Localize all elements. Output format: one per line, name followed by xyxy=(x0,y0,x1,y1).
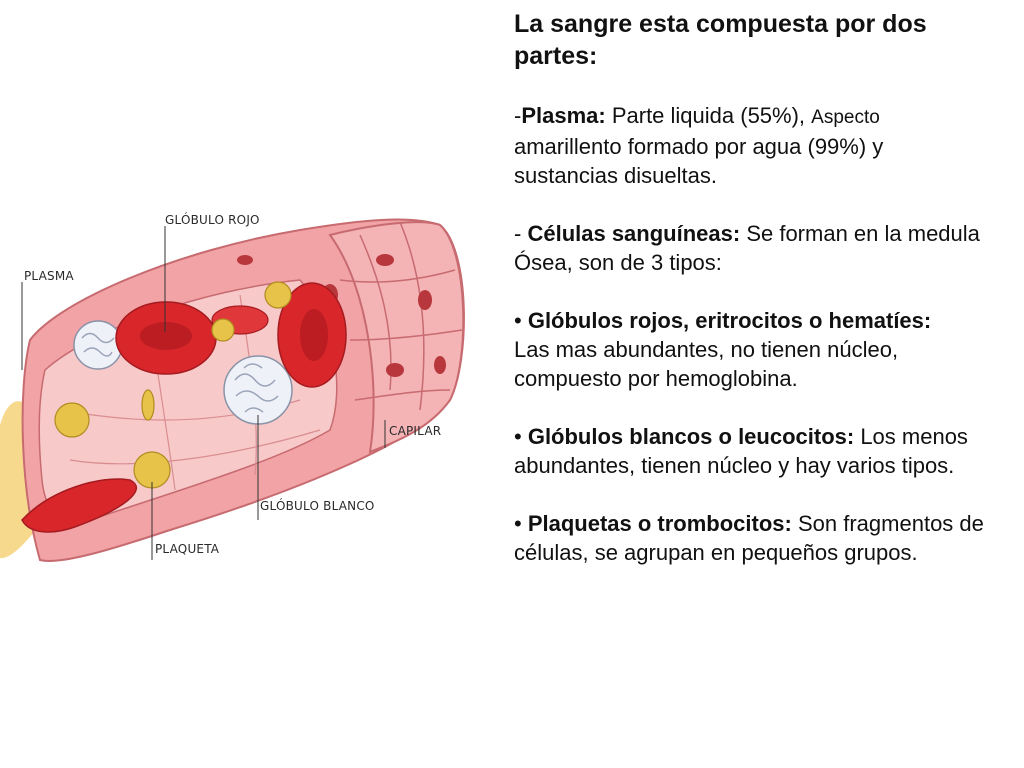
plaquetas-bullet: • xyxy=(514,511,528,536)
vessel-end-cap xyxy=(328,221,465,454)
rojos-term: Glóbulos rojos, eritrocitos o hematíes: xyxy=(527,308,932,333)
plasma-term: Plasma: xyxy=(521,103,606,128)
content-text: La sangre esta compuesta por dos partes:… xyxy=(514,8,984,567)
label-plasma: PLASMA xyxy=(24,269,74,283)
plasma-prefix: - xyxy=(514,103,522,128)
plasma-text-b: amarillento formado por agua (99%) y sus… xyxy=(514,134,884,188)
blancos-text: Los menos abundantes, tienen núcleo y ha… xyxy=(514,424,968,478)
label-globulo-blanco: GLÓBULO BLANCO xyxy=(260,498,375,513)
celulas-term: Células sanguíneas: xyxy=(527,221,741,246)
rojos-paragraph: • Glóbulos rojos, eritrocitos o hematíes… xyxy=(514,306,984,393)
plaquetas-term: Plaquetas o trombocitos: xyxy=(527,511,792,536)
plaquetas-paragraph: • Plaquetas o trombocitos: Son fragmento… xyxy=(514,509,984,567)
label-plaqueta: PLAQUETA xyxy=(155,542,220,556)
celulas-paragraph: - Células sanguíneas: Se forman en la me… xyxy=(514,219,984,277)
plasma-text-a: Parte liquida (55%), xyxy=(605,103,812,128)
plasma-paragraph: -Plasma: Parte liquida (55%), Aspecto am… xyxy=(514,101,984,190)
platelet xyxy=(54,281,292,489)
celulas-text: Se forman en la medula Ósea, son de 3 ti… xyxy=(514,221,980,275)
celulas-prefix: - xyxy=(514,221,528,246)
red-blood-cell xyxy=(115,301,217,375)
blancos-bullet: • xyxy=(514,424,528,449)
blood-vessel-illustration: GLÓBULO ROJO PLASMA CAPILAR GLÓBULO BLAN… xyxy=(0,212,465,562)
white-blood-cell-small xyxy=(73,320,123,370)
white-blood-cell xyxy=(223,355,293,425)
blancos-paragraph: • Glóbulos blancos o leucocitos: Los men… xyxy=(514,422,984,480)
red-blood-cell-2 xyxy=(277,282,347,388)
blancos-term: Glóbulos blancos o leucocitos: xyxy=(527,424,855,449)
slide-title: La sangre esta compuesta por dos partes: xyxy=(514,10,927,70)
rojos-bullet: • xyxy=(514,308,528,333)
plasma-text-small: Aspecto xyxy=(811,107,880,128)
red-blood-cell-exiting xyxy=(21,478,137,533)
rojos-text: Las mas abundantes, no tienen núcleo, co… xyxy=(514,337,899,391)
label-capilar: CAPILAR xyxy=(389,424,441,438)
plaquetas-text: Son fragmentos de células, se agrupan en… xyxy=(514,511,984,565)
label-globulo-rojo: GLÓBULO ROJO xyxy=(165,212,260,227)
